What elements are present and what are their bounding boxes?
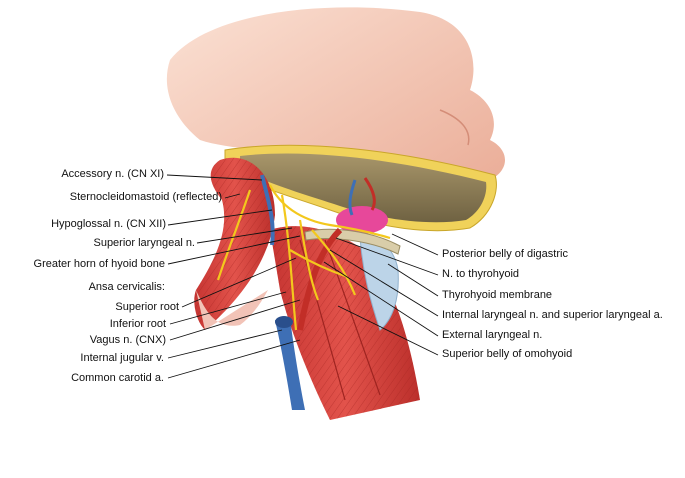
- label-nerve-to-thyrohyoid: N. to thyrohyoid: [442, 268, 520, 280]
- label-superior-root: Superior root: [115, 301, 179, 313]
- infrahyoid-muscles: [270, 226, 420, 420]
- label-posterior-belly-digastric: Posterior belly of digastric: [442, 248, 568, 260]
- label-accessory-nerve: Accessory n. (CN XI): [61, 168, 164, 180]
- label-common-carotid-artery: Common carotid a.: [71, 372, 164, 384]
- leader-lines-left: [166, 174, 301, 379]
- label-vagus-nerve: Vagus n. (CNX): [89, 334, 166, 346]
- label-superior-belly-omohyoid: Superior belly of omohyoid: [442, 348, 573, 360]
- label-internal-jugular-vein: Internal jugular v.: [80, 352, 164, 364]
- submandibular-gland: [336, 206, 388, 234]
- common-carotid-artery: [297, 227, 343, 331]
- lingual-vein: [348, 179, 357, 216]
- label-external-laryngeal-nerve: External laryngeal n.: [442, 329, 543, 341]
- label-inferior-root: Inferior root: [109, 318, 166, 330]
- label-internal-laryngeal-nerve: Internal laryngeal n. and superior laryn…: [442, 309, 663, 321]
- leader-lines-right: [323, 233, 439, 356]
- label-hypoglossal-nerve: Hypoglossal n. (CN XII): [51, 218, 166, 230]
- sternocleidomastoid-muscle: [194, 157, 275, 330]
- label-greater-horn-hyoid: Greater horn of hyoid bone: [33, 258, 165, 270]
- nerves: [216, 184, 391, 331]
- internal-jugular-vein: [275, 316, 305, 410]
- label-ansa-cervicalis-heading: Ansa cervicalis:: [88, 281, 165, 293]
- hyoid-bone: [304, 228, 401, 255]
- label-thyrohyoid-membrane: Thyrohyoid membrane: [442, 289, 553, 301]
- mandible-section: [224, 144, 497, 232]
- facial-artery: [363, 177, 376, 211]
- label-superior-laryngeal-nerve: Superior laryngeal n.: [93, 237, 195, 249]
- label-sternocleidomastoid: Sternocleidomastoid (reflected): [69, 191, 222, 203]
